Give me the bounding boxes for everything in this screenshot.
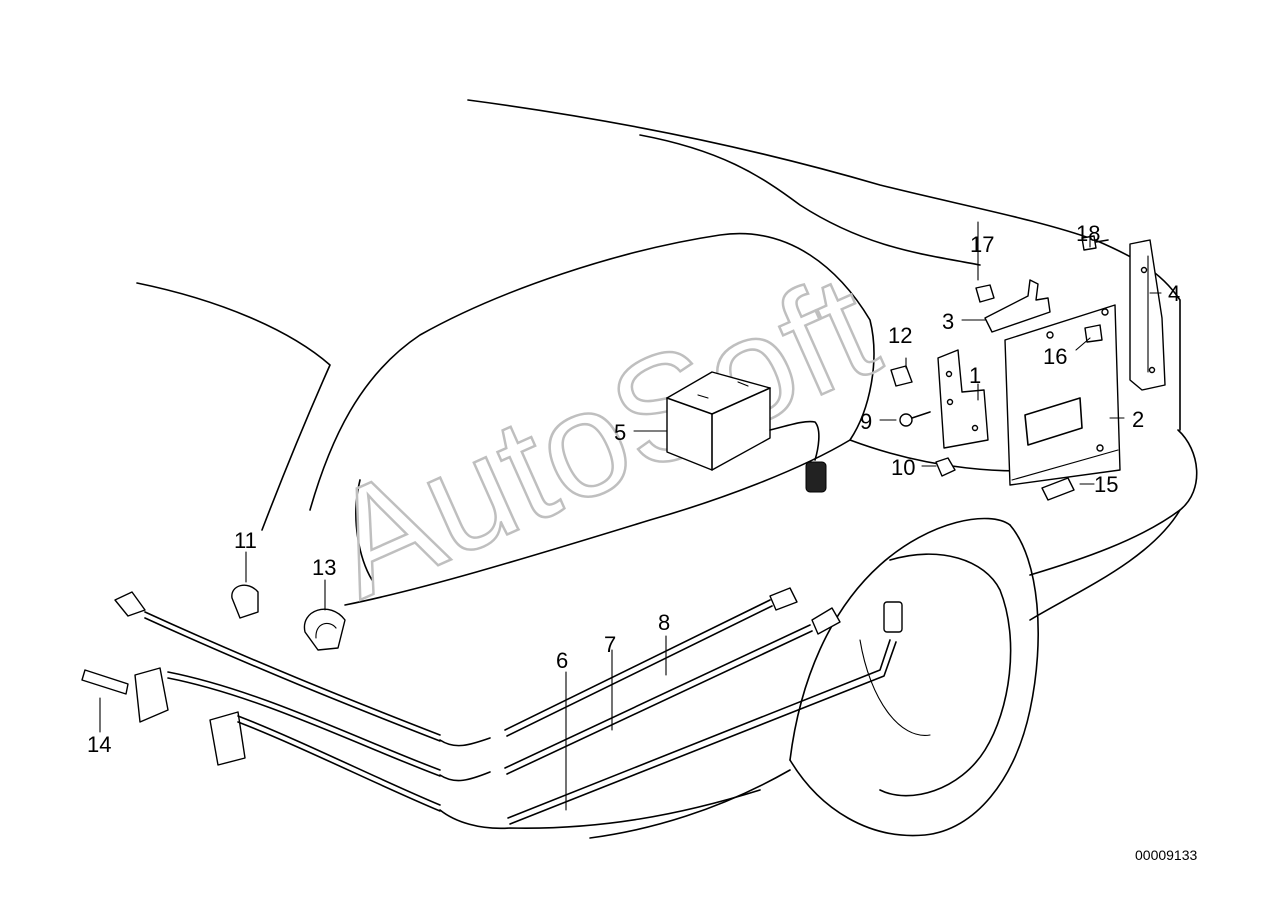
callout-18: 18 [1076, 221, 1100, 246]
car-body-outline [136, 99, 1198, 839]
callout-11: 11 [234, 528, 257, 553]
hardware-parts [81, 235, 1109, 695]
callout-12: 12 [888, 323, 912, 348]
bracket-1 [937, 349, 989, 449]
callout-13: 13 [312, 555, 336, 580]
callout-5: 5 [614, 420, 626, 445]
callout-8: 8 [658, 610, 670, 635]
callout-14: 14 [87, 732, 111, 757]
callout-16: 16 [1043, 344, 1067, 369]
callout-1: 1 [969, 363, 981, 388]
callout-6: 6 [556, 648, 568, 673]
bracket-4 [1129, 239, 1166, 391]
callout-10: 10 [891, 455, 915, 480]
callout-4: 4 [1168, 281, 1180, 306]
callout-7: 7 [604, 632, 616, 657]
callout-numbers: 1 2 3 4 5 6 7 8 9 10 11 12 13 14 15 16 1… [87, 221, 1180, 757]
callout-15: 15 [1094, 472, 1118, 497]
callout-2: 2 [1132, 407, 1144, 432]
reference-number: 00009133 [1135, 847, 1198, 863]
callout-9: 9 [860, 409, 872, 434]
control-unit-box [666, 371, 827, 493]
mounting-plate-2 [1004, 304, 1121, 486]
callout-17: 17 [970, 232, 994, 257]
watermark: AutoSoft [305, 242, 899, 630]
leader-lines [99, 221, 1162, 811]
bracket-3 [984, 279, 1051, 333]
callout-3: 3 [942, 309, 954, 334]
antenna-cables [114, 587, 903, 825]
